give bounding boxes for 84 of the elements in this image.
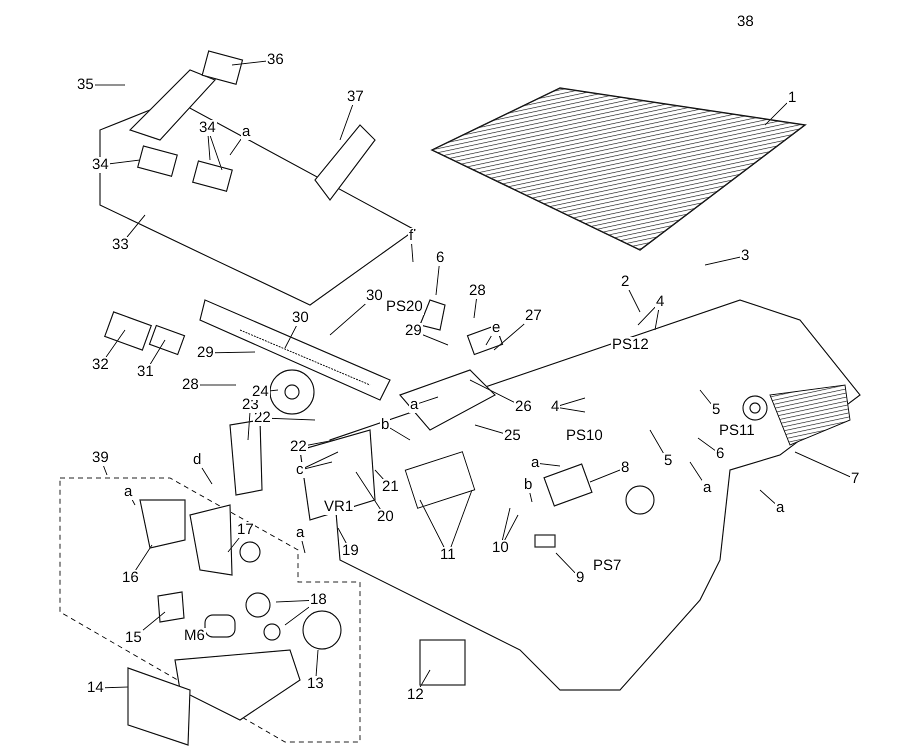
leader-line bbox=[228, 538, 240, 552]
leader-line bbox=[556, 552, 576, 574]
leader-line bbox=[420, 670, 430, 688]
leader-line bbox=[135, 544, 152, 570]
callout-number: 37 bbox=[346, 89, 365, 105]
leader-line bbox=[150, 340, 166, 364]
callout-number: 18 bbox=[309, 592, 328, 608]
leader-line bbox=[270, 390, 278, 392]
leader-line bbox=[104, 686, 128, 688]
leader-line bbox=[704, 256, 740, 266]
leader-line bbox=[690, 462, 702, 481]
callout-number: 34 bbox=[198, 120, 217, 136]
leader-line bbox=[418, 396, 438, 404]
leader-line bbox=[208, 136, 210, 160]
leader-line bbox=[248, 412, 250, 440]
leader-line bbox=[374, 470, 384, 480]
callout-number: 24 bbox=[251, 384, 270, 400]
leader-line bbox=[560, 407, 586, 412]
leader-line bbox=[202, 468, 212, 484]
leader-line bbox=[474, 424, 504, 434]
callout-number: 22 bbox=[289, 439, 308, 455]
leader-line bbox=[422, 334, 448, 346]
leader-line bbox=[94, 84, 126, 86]
leader-line bbox=[210, 136, 222, 170]
leader-line bbox=[214, 352, 256, 354]
leader-line bbox=[340, 104, 354, 140]
callout-number: 30 bbox=[291, 310, 310, 326]
callout-number: 34 bbox=[91, 157, 110, 173]
leader-line bbox=[316, 650, 318, 676]
leader-line bbox=[302, 540, 306, 554]
leader-line bbox=[698, 438, 716, 451]
leader-line bbox=[474, 298, 477, 318]
leader-line bbox=[420, 500, 444, 548]
leader-line bbox=[764, 102, 788, 126]
leader-line bbox=[540, 463, 560, 466]
leader-line bbox=[486, 336, 492, 346]
leader-line bbox=[529, 492, 532, 502]
leader-line bbox=[110, 160, 140, 164]
leader-line bbox=[106, 330, 126, 358]
leader-line bbox=[470, 380, 514, 403]
part-label: PS20 bbox=[385, 299, 424, 315]
leader-line bbox=[103, 466, 108, 476]
part-label: VR1 bbox=[323, 499, 354, 515]
leader-line bbox=[700, 390, 712, 404]
leader-line bbox=[304, 452, 338, 468]
callout-number: 1 bbox=[787, 90, 798, 106]
leader-line bbox=[450, 490, 472, 548]
callout-number: b bbox=[523, 477, 534, 493]
callout-number: 27 bbox=[524, 308, 543, 324]
leader-line bbox=[200, 384, 236, 386]
leader-line bbox=[230, 138, 242, 156]
leader-line bbox=[304, 462, 332, 470]
leader-line bbox=[272, 418, 316, 420]
leader-line bbox=[308, 440, 336, 446]
leader-line bbox=[232, 60, 266, 66]
leader-line bbox=[638, 306, 656, 326]
leader-line bbox=[284, 606, 310, 626]
leader-line bbox=[436, 266, 440, 296]
leader-line bbox=[504, 514, 518, 540]
leader-line bbox=[142, 612, 166, 631]
leader-line bbox=[560, 398, 586, 406]
leader-line bbox=[494, 324, 525, 350]
leader-line bbox=[132, 500, 136, 506]
leader-line bbox=[330, 304, 366, 336]
leader-line bbox=[276, 600, 310, 602]
leader-line bbox=[650, 430, 664, 454]
leader-line bbox=[284, 326, 297, 348]
callout-number: 2 bbox=[620, 274, 630, 290]
leader-line bbox=[338, 528, 347, 544]
callout-number: 4 bbox=[655, 294, 666, 310]
callout-number: 39 bbox=[91, 450, 110, 466]
leader-line bbox=[590, 470, 620, 482]
leader-line bbox=[126, 214, 146, 238]
leader-line bbox=[760, 490, 776, 504]
leader-line bbox=[794, 452, 850, 478]
callout-number: 30 bbox=[365, 288, 384, 304]
callout-number: 17 bbox=[236, 522, 255, 538]
leader-line bbox=[502, 508, 510, 540]
callout-number: c bbox=[295, 462, 304, 478]
leader-line bbox=[390, 428, 410, 440]
leader-line bbox=[654, 310, 660, 330]
leader-line bbox=[411, 244, 414, 262]
leader-line bbox=[628, 290, 640, 312]
callout-number: 28 bbox=[468, 283, 487, 299]
